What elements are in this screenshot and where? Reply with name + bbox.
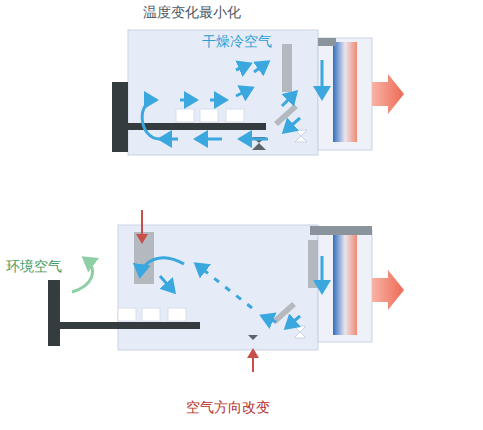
airflow-label: 环境空气 <box>6 258 62 275</box>
panel-title: 温度变化最小化 <box>143 4 241 21</box>
airflow-label: 干燥冷空气 <box>200 33 274 50</box>
top-unit <box>112 30 404 155</box>
callout-label: 空气方向改变 <box>186 399 270 416</box>
bottom-unit <box>48 210 404 372</box>
